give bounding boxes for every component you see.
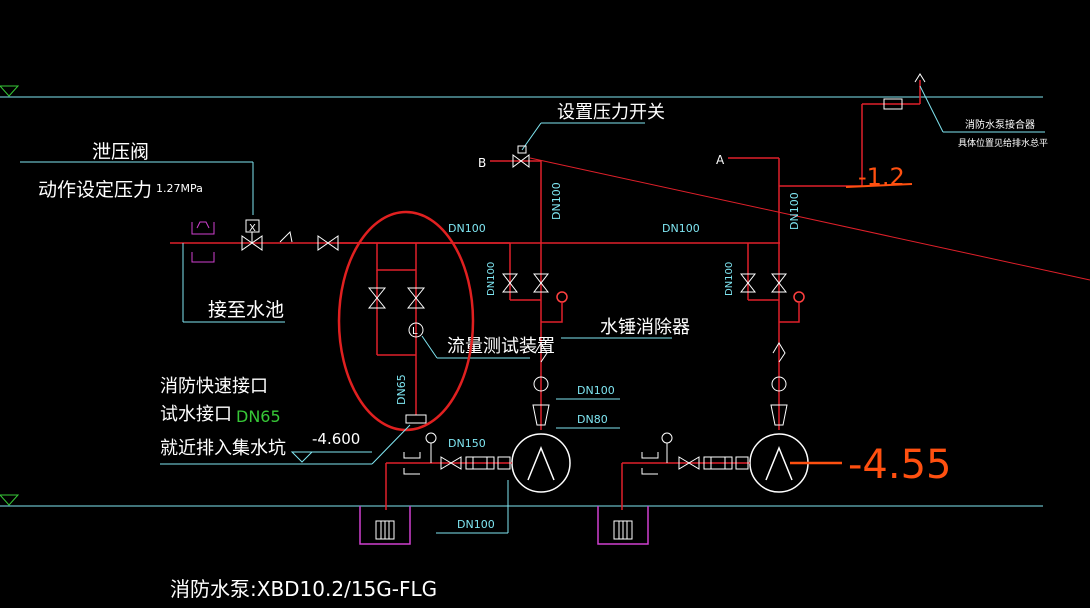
fitting-bottom-icon [191, 252, 215, 263]
gate-valve-icon [317, 235, 329, 251]
dn100-main-right: DN100 [662, 222, 700, 235]
dn100-discharge: DN100 [577, 384, 615, 397]
elevation-marker-4600 [290, 451, 314, 463]
dn100-bottom: DN100 [457, 518, 495, 531]
level-marker-top [0, 85, 20, 97]
quick-connect-label: 消防快速接口 [160, 376, 268, 397]
pump-b-discharge-fitting [533, 376, 549, 392]
reducer-b [532, 404, 550, 426]
drain-pit-label: 就近排入集水坑 [160, 438, 286, 459]
pump-a-discharge-fitting [771, 376, 787, 392]
dn100-vert-a: DN100 [788, 192, 801, 230]
branch-valve-a1 [739, 273, 757, 284]
suction-valve-b [440, 456, 452, 470]
pressure-switch-label: 设置压力开关 [557, 102, 665, 123]
connector-note-2: 具体位置见给排水总平 [958, 137, 1048, 149]
flow-test-label: 流量测试装置 [447, 336, 555, 357]
check-valve-b [534, 342, 548, 363]
level-marker-bottom [0, 494, 20, 506]
pressure-switch-icon [517, 145, 527, 154]
dn100-main-left: DN100 [448, 222, 486, 235]
water-hammer-label: 水锤消除器 [600, 317, 690, 338]
handwritten-minus-4-55: -4.55 [848, 442, 952, 488]
check-valve-icon [279, 230, 293, 243]
dn65-test-pipe: DN65 [395, 374, 408, 405]
diagonal-reference-line [529, 157, 1090, 281]
reducer-a [770, 404, 788, 426]
branch-valve-b2 [532, 273, 550, 284]
dn80-discharge: DN80 [577, 413, 608, 426]
pump-connector-icon [883, 98, 903, 110]
sump-a [597, 506, 649, 545]
test-water-dn: DN65 [236, 407, 281, 426]
relief-valve-label: 泄压阀 [92, 141, 149, 163]
flowmeter-mark: L [412, 326, 418, 337]
dn100-branch-left: DN100 [486, 262, 497, 296]
dn100-branch-right: DN100 [724, 262, 735, 296]
dn100-vert-b: DN100 [550, 182, 563, 220]
branch-valve-b1 [501, 273, 519, 284]
test-water-label: 试水接口 [160, 404, 232, 425]
suction-filter-b [465, 456, 495, 470]
relief-valve-icon [241, 235, 253, 251]
flow-test-valve-right [406, 287, 426, 299]
check-valve-a [772, 342, 786, 363]
fitting-top-icon [191, 222, 215, 235]
connector-note-1: 消防水泵接合器 [965, 118, 1035, 131]
point-a-label: A [716, 153, 725, 167]
to-pool-label: 接至水池 [208, 299, 284, 321]
suction-fitting-a [641, 452, 659, 459]
suction-valve-a [678, 456, 690, 470]
flowmeter-icon [408, 322, 424, 338]
pump-model-label: 消防水泵:XBD10.2/15G-FLG [170, 577, 437, 601]
sump-b [359, 506, 411, 545]
relief-valve-mark: X [249, 223, 256, 234]
flow-test-valve-left [367, 287, 387, 299]
set-pressure-label: 动作设定压力 [38, 179, 152, 201]
elevation-4600: -4.600 [312, 430, 360, 448]
set-pressure-value: 1.27MPa [156, 182, 203, 195]
branch-valve-a2 [770, 273, 788, 284]
suction-filter-a [703, 456, 733, 470]
dn150-suction: DN150 [448, 437, 486, 450]
suction-fitting-b [403, 452, 421, 459]
highlight-circle [337, 210, 475, 432]
point-b-label: B [478, 156, 486, 170]
quick-connect-icon [405, 414, 427, 424]
